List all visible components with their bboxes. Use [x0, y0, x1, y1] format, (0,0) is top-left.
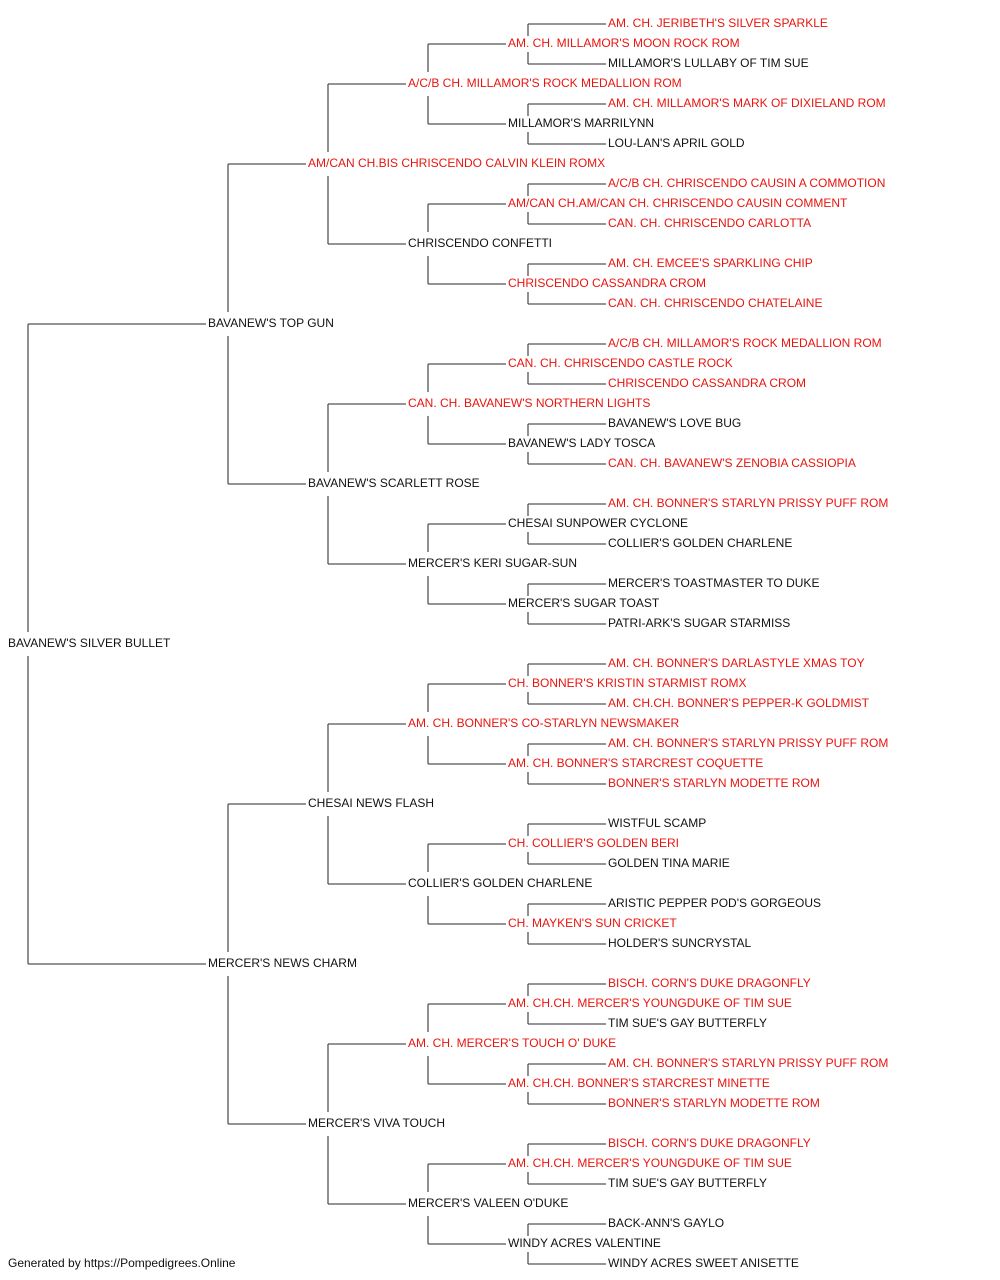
pedigree-name-gen4[interactable]: AM. CH.CH. MERCER'S YOUNGDUKE OF TIM SUE [508, 996, 792, 1010]
pedigree-name-gen5[interactable]: ARISTIC PEPPER POD'S GORGEOUS [608, 896, 821, 910]
pedigree-name-gen5[interactable]: PATRI-ARK'S SUGAR STARMISS [608, 616, 790, 630]
pedigree-name-gen5[interactable]: WISTFUL SCAMP [608, 816, 706, 830]
generated-by-footer: Generated by https://Pompedigrees.Online [8, 1256, 236, 1270]
pedigree-name-gen1[interactable]: MERCER'S NEWS CHARM [208, 956, 357, 970]
pedigree-name-gen5[interactable]: BISCH. CORN'S DUKE DRAGONFLY [608, 1136, 811, 1150]
pedigree-name-gen3[interactable]: CAN. CH. BAVANEW'S NORTHERN LIGHTS [408, 396, 650, 410]
pedigree-name-gen4[interactable]: CHESAI SUNPOWER CYCLONE [508, 516, 688, 530]
pedigree-name-gen5[interactable]: AM. CH. BONNER'S STARLYN PRISSY PUFF ROM [608, 496, 888, 510]
pedigree-name-gen5[interactable]: TIM SUE'S GAY BUTTERFLY [608, 1016, 767, 1030]
pedigree-name-gen4[interactable]: AM/CAN CH.AM/CAN CH. CHRISCENDO CAUSIN C… [508, 196, 848, 210]
pedigree-name-gen4[interactable]: CH. MAYKEN'S SUN CRICKET [508, 916, 677, 930]
pedigree-name-gen4[interactable]: CHRISCENDO CASSANDRA CROM [508, 276, 706, 290]
pedigree-name-gen3[interactable]: MERCER'S VALEEN O'DUKE [408, 1196, 568, 1210]
pedigree-name-gen5[interactable]: AM. CH.CH. BONNER'S PEPPER-K GOLDMIST [608, 696, 870, 710]
pedigree-name-gen5[interactable]: AM. CH. BONNER'S STARLYN PRISSY PUFF ROM [608, 736, 888, 750]
pedigree-name-gen5[interactable]: BONNER'S STARLYN MODETTE ROM [608, 1096, 820, 1110]
pedigree-name-gen4[interactable]: MERCER'S SUGAR TOAST [508, 596, 660, 610]
pedigree-name-gen4[interactable]: MILLAMOR'S MARRILYNN [508, 116, 654, 130]
pedigree-name-gen5[interactable]: LOU-LAN'S APRIL GOLD [608, 136, 745, 150]
pedigree-name-gen4[interactable]: AM. CH.CH. BONNER'S STARCREST MINETTE [508, 1076, 770, 1090]
pedigree-name-gen3[interactable]: CHRISCENDO CONFETTI [408, 236, 552, 250]
pedigree-name-gen5[interactable]: AM. CH. JERIBETH'S SILVER SPARKLE [608, 16, 828, 30]
pedigree-name-gen3[interactable]: COLLIER'S GOLDEN CHARLENE [408, 876, 592, 890]
pedigree-name-gen5[interactable]: BONNER'S STARLYN MODETTE ROM [608, 776, 820, 790]
pedigree-name-gen5[interactable]: CAN. CH. BAVANEW'S ZENOBIA CASSIOPIA [608, 456, 856, 470]
pedigree-name-gen2[interactable]: AM/CAN CH.BIS CHRISCENDO CALVIN KLEIN RO… [308, 156, 605, 170]
pedigree-name-gen3[interactable]: AM. CH. MERCER'S TOUCH O' DUKE [408, 1036, 616, 1050]
pedigree-name-gen3[interactable]: AM. CH. BONNER'S CO-STARLYN NEWSMAKER [408, 716, 680, 730]
pedigree-name-gen5[interactable]: TIM SUE'S GAY BUTTERFLY [608, 1176, 767, 1190]
pedigree-name-gen0[interactable]: BAVANEW'S SILVER BULLET [8, 636, 171, 650]
pedigree-name-gen5[interactable]: COLLIER'S GOLDEN CHARLENE [608, 536, 792, 550]
pedigree-name-gen1[interactable]: BAVANEW'S TOP GUN [208, 316, 334, 330]
pedigree-name-gen3[interactable]: A/C/B CH. MILLAMOR'S ROCK MEDALLION ROM [408, 76, 682, 90]
pedigree-name-gen2[interactable]: BAVANEW'S SCARLETT ROSE [308, 476, 480, 490]
pedigree-name-gen2[interactable]: CHESAI NEWS FLASH [308, 796, 434, 810]
pedigree-name-gen5[interactable]: BISCH. CORN'S DUKE DRAGONFLY [608, 976, 811, 990]
pedigree-name-gen4[interactable]: AM. CH. BONNER'S STARCREST COQUETTE [508, 756, 763, 770]
pedigree-name-gen5[interactable]: MERCER'S TOASTMASTER TO DUKE [608, 576, 819, 590]
pedigree-name-gen5[interactable]: AM. CH. EMCEE'S SPARKLING CHIP [608, 256, 813, 270]
pedigree-name-gen4[interactable]: AM. CH.CH. MERCER'S YOUNGDUKE OF TIM SUE [508, 1156, 792, 1170]
pedigree-name-gen5[interactable]: A/C/B CH. CHRISCENDO CAUSIN A COMMOTION [608, 176, 885, 190]
pedigree-name-gen5[interactable]: WINDY ACRES SWEET ANISETTE [608, 1256, 799, 1270]
pedigree-name-gen5[interactable]: HOLDER'S SUNCRYSTAL [608, 936, 752, 950]
pedigree-name-gen5[interactable]: CHRISCENDO CASSANDRA CROM [608, 376, 806, 390]
pedigree-name-gen4[interactable]: CH. BONNER'S KRISTIN STARMIST ROMX [508, 676, 747, 690]
pedigree-name-gen5[interactable]: GOLDEN TINA MARIE [608, 856, 730, 870]
pedigree-name-gen4[interactable]: BAVANEW'S LADY TOSCA [508, 436, 655, 450]
pedigree-name-gen2[interactable]: MERCER'S VIVA TOUCH [308, 1116, 445, 1130]
pedigree-name-gen5[interactable]: AM. CH. MILLAMOR'S MARK OF DIXIELAND ROM [608, 96, 886, 110]
pedigree-name-gen4[interactable]: AM. CH. MILLAMOR'S MOON ROCK ROM [508, 36, 740, 50]
pedigree-name-gen5[interactable]: BAVANEW'S LOVE BUG [608, 416, 741, 430]
pedigree-name-gen5[interactable]: AM. CH. BONNER'S DARLASTYLE XMAS TOY [608, 656, 865, 670]
pedigree-name-gen5[interactable]: A/C/B CH. MILLAMOR'S ROCK MEDALLION ROM [608, 336, 882, 350]
pedigree-name-gen5[interactable]: AM. CH. BONNER'S STARLYN PRISSY PUFF ROM [608, 1056, 888, 1070]
pedigree-name-gen4[interactable]: WINDY ACRES VALENTINE [508, 1236, 661, 1250]
pedigree-name-gen5[interactable]: CAN. CH. CHRISCENDO CARLOTTA [608, 216, 811, 230]
pedigree-name-gen4[interactable]: CH. COLLIER'S GOLDEN BERI [508, 836, 679, 850]
pedigree-name-gen3[interactable]: MERCER'S KERI SUGAR-SUN [408, 556, 577, 570]
pedigree-name-gen5[interactable]: BACK-ANN'S GAYLO [608, 1216, 724, 1230]
pedigree-name-gen5[interactable]: MILLAMOR'S LULLABY OF TIM SUE [608, 56, 809, 70]
pedigree-name-gen4[interactable]: CAN. CH. CHRISCENDO CASTLE ROCK [508, 356, 733, 370]
pedigree-name-gen5[interactable]: CAN. CH. CHRISCENDO CHATELAINE [608, 296, 822, 310]
